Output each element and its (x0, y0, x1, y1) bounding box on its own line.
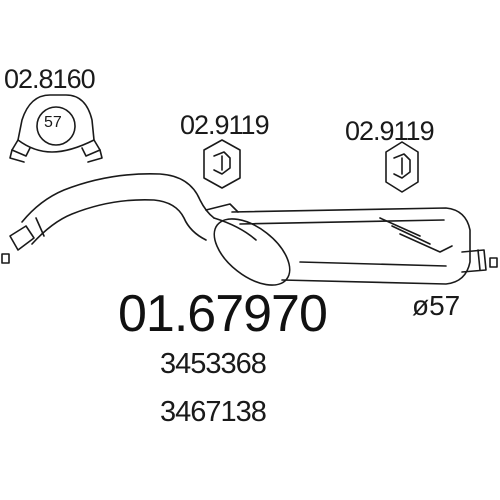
hanger-left-part-number: 02.9119 (180, 110, 270, 140)
hanger-right-part-number: 02.9119 (345, 116, 435, 146)
pipe-elbow (205, 203, 291, 286)
reference-number-1: 3453368 (160, 348, 267, 380)
outlet-pipe (461, 249, 498, 273)
clamp-size-label: 57 (44, 114, 62, 131)
inlet-pipe (21, 173, 215, 245)
inlet-connector-icon (1, 225, 35, 264)
main-part-number: 01.67970 (118, 285, 328, 343)
reference-number-2: 3467138 (160, 396, 267, 428)
exhaust-clamp-icon (9, 94, 103, 163)
clamp-part-number: 02.8160 (4, 64, 96, 94)
outlet-diameter-label: ø57 (412, 290, 461, 321)
rubber-hanger-right-icon (385, 141, 419, 193)
rubber-hanger-left-icon (203, 139, 241, 189)
muffler-body (231, 207, 471, 285)
